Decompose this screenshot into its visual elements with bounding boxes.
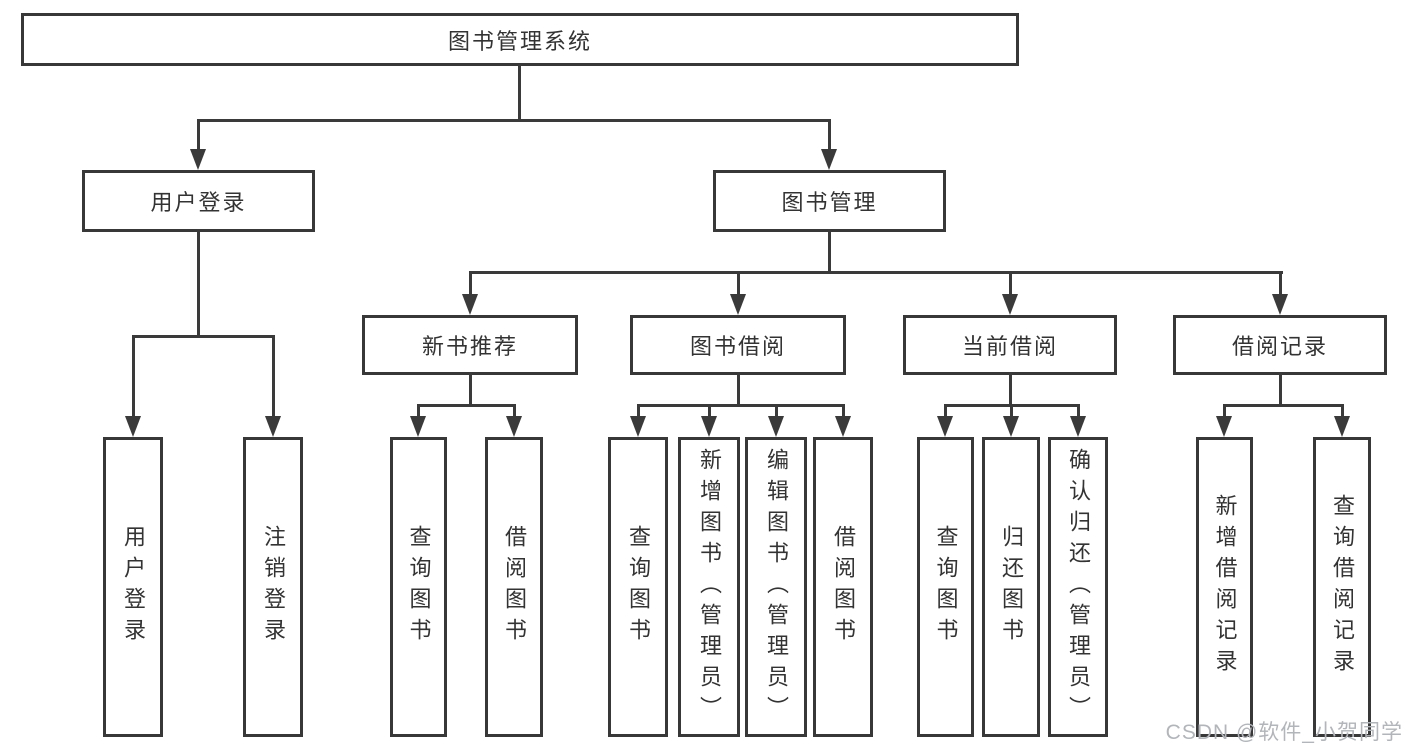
connector-line (737, 271, 740, 298)
node-book-borrowing: 图书借阅 (630, 315, 846, 375)
node-label: 借阅记录 (1231, 334, 1328, 359)
node-label: 注销登录 (261, 525, 286, 649)
leaf-query-books-2: 查询图书 (608, 437, 668, 737)
leaf-confirm-return-admin: 确认归还（管理员） (1048, 437, 1108, 737)
node-label: 查询图书 (933, 525, 959, 649)
connector-line (828, 229, 831, 274)
arrow-down-icon (937, 416, 953, 437)
leaf-add-books-admin: 新增图书（管理员） (678, 437, 740, 737)
node-label: 确认归还（管理员） (1066, 447, 1091, 727)
connector-line (775, 404, 778, 419)
connector-line (417, 404, 516, 407)
node-new-book-recommend: 新书推荐 (362, 315, 578, 375)
arrow-down-icon (265, 416, 281, 437)
node-borrowing-records: 借阅记录 (1173, 315, 1387, 375)
connector-line (944, 404, 947, 419)
connector-line (469, 271, 472, 298)
node-label: 编辑图书（管理员） (764, 447, 789, 727)
node-label: 新增图书（管理员） (697, 447, 722, 727)
arrow-down-icon (821, 149, 837, 170)
connector-line (417, 404, 420, 419)
connector-line (637, 404, 640, 419)
node-label: 借阅图书 (831, 525, 856, 649)
node-label: 用户登录 (121, 525, 146, 649)
leaf-edit-books-admin: 编辑图书（管理员） (745, 437, 807, 737)
arrow-down-icon (410, 416, 426, 437)
leaf-borrow-books-2: 借阅图书 (813, 437, 873, 737)
connector-line (197, 229, 200, 338)
arrow-down-icon (1334, 416, 1350, 437)
connector-line (1279, 372, 1282, 407)
leaf-add-borrow-record: 新增借阅记录 (1196, 437, 1253, 737)
arrow-down-icon (1070, 416, 1086, 437)
csdn-watermark: CSDN @软件_小贺同学 (1165, 721, 1403, 744)
node-library-management-system: 图书管理系统 (21, 13, 1019, 66)
leaf-borrow-books-1: 借阅图书 (485, 437, 543, 737)
node-label: 查询图书 (406, 525, 432, 649)
arrow-down-icon (462, 294, 478, 315)
node-label: 查询图书 (626, 525, 651, 649)
node-label: 归还图书 (999, 525, 1024, 649)
node-label: 查询借阅记录 (1330, 494, 1355, 680)
connector-line (1010, 404, 1013, 419)
connector-line (1077, 404, 1080, 419)
connector-line (132, 335, 135, 419)
connector-line (518, 64, 521, 122)
arrow-down-icon (768, 416, 784, 437)
node-label: 用户登录 (150, 190, 247, 215)
node-label: 图书管理 (781, 190, 878, 215)
connector-line (132, 335, 275, 338)
leaf-logout: 注销登录 (243, 437, 303, 737)
arrow-down-icon (1003, 416, 1019, 437)
connector-line (1223, 404, 1226, 419)
arrow-down-icon (506, 416, 522, 437)
leaf-query-books-1: 查询图书 (390, 437, 447, 737)
node-label: 当前借阅 (961, 334, 1058, 359)
node-book-management: 图书管理 (713, 170, 946, 232)
connector-line (1223, 404, 1344, 407)
connector-line (1009, 372, 1012, 407)
arrow-down-icon (1216, 416, 1232, 437)
connector-line (842, 404, 845, 419)
connector-line (1341, 404, 1344, 419)
node-user-login: 用户登录 (82, 170, 315, 232)
node-label: 新增借阅记录 (1212, 494, 1238, 680)
arrow-down-icon (1002, 294, 1018, 315)
leaf-return-books: 归还图书 (982, 437, 1040, 737)
connector-line (197, 119, 831, 122)
connector-line (469, 271, 1283, 274)
arrow-down-icon (630, 416, 646, 437)
leaf-query-borrow-record: 查询借阅记录 (1313, 437, 1371, 737)
arrow-down-icon (125, 416, 141, 437)
connector-line (828, 119, 831, 153)
connector-line (737, 372, 740, 407)
leaf-user-login: 用户登录 (103, 437, 163, 737)
arrow-down-icon (701, 416, 717, 437)
connector-line (272, 335, 275, 419)
arrow-down-icon (730, 294, 746, 315)
arrow-down-icon (1272, 294, 1288, 315)
arrow-down-icon (190, 149, 206, 170)
node-current-borrowing: 当前借阅 (903, 315, 1117, 375)
connector-line (708, 404, 711, 419)
leaf-query-books-3: 查询图书 (917, 437, 974, 737)
node-label: 图书管理系统 (447, 28, 592, 54)
arrow-down-icon (835, 416, 851, 437)
node-label: 借阅图书 (502, 525, 527, 649)
connector-line (469, 372, 472, 407)
connector-line (513, 404, 516, 419)
connector-line (1279, 271, 1282, 298)
node-label: 图书借阅 (689, 334, 786, 359)
connector-line (637, 404, 845, 407)
node-label: 新书推荐 (421, 334, 518, 359)
connector-line (1009, 271, 1012, 298)
connector-line (197, 119, 200, 153)
